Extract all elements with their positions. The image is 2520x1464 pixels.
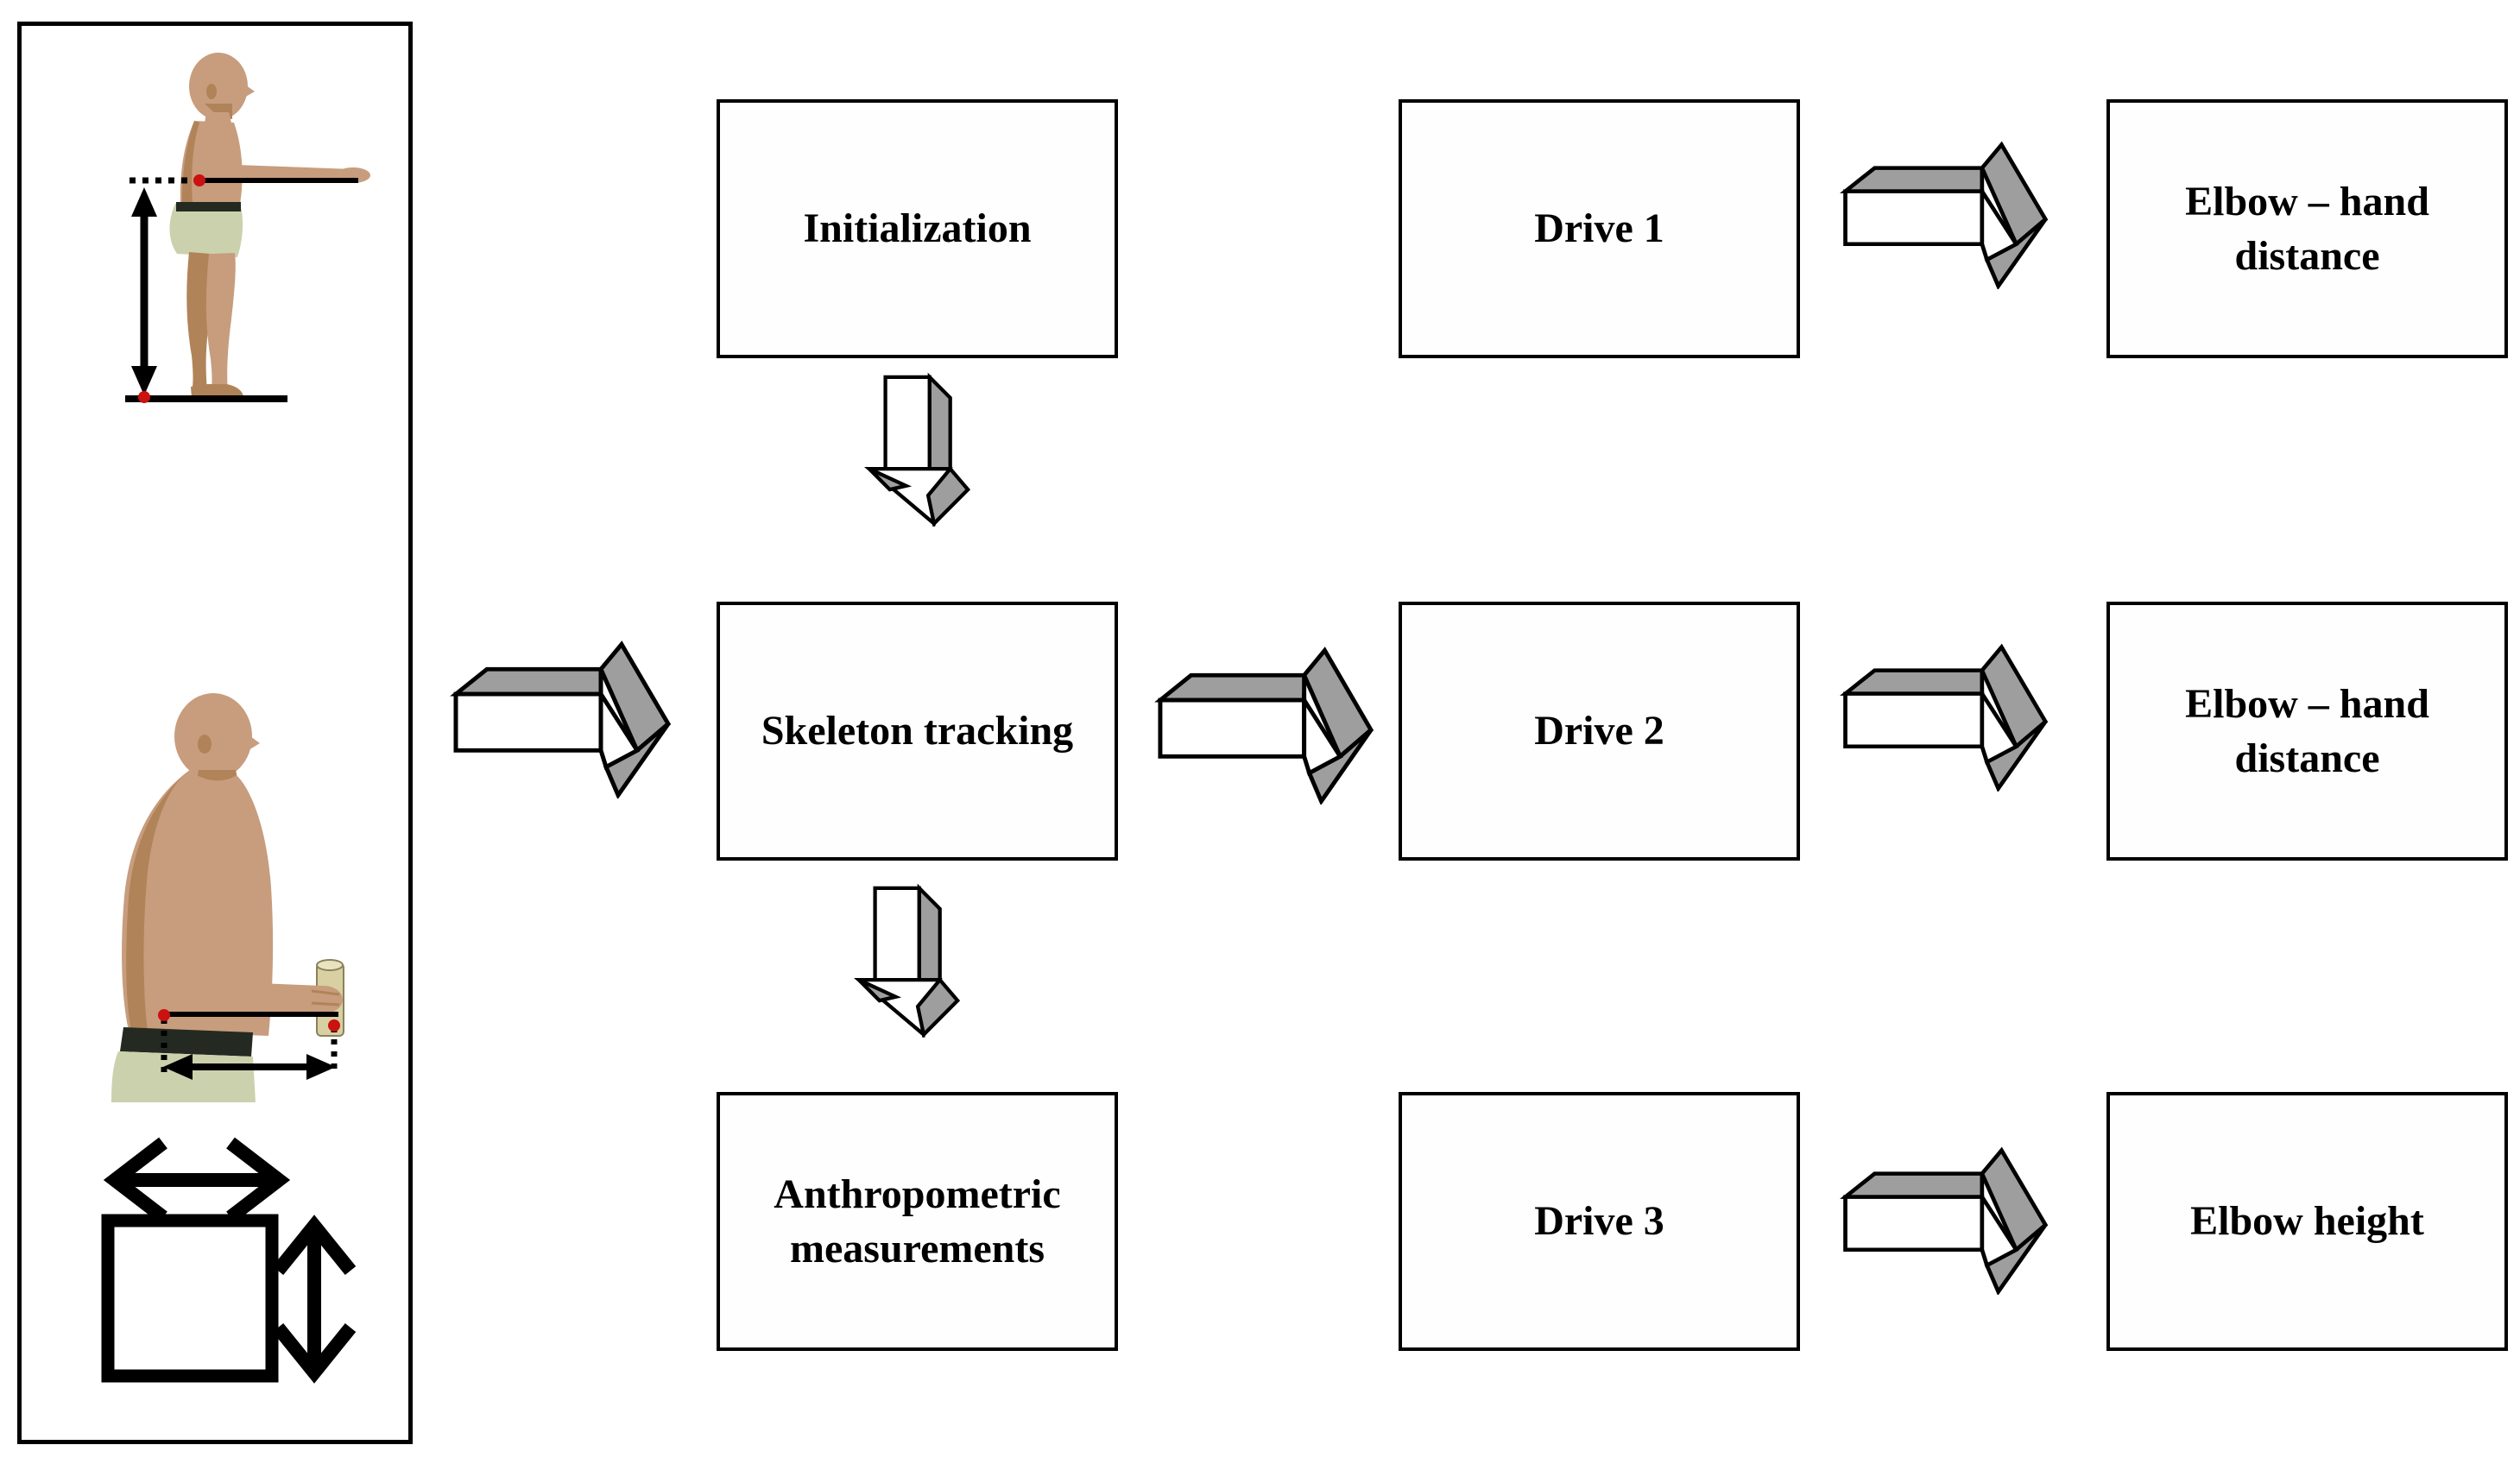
node-drive-2: Drive 2 (1399, 602, 1800, 861)
illustration-panel (17, 22, 413, 1444)
hand-marker-dot (328, 1019, 340, 1032)
block-arrow-down-icon (853, 882, 963, 1038)
floor-marker-dot (138, 391, 150, 403)
elbow-marker-dot (193, 174, 205, 186)
node-elbow-height: Elbow height (2106, 1092, 2508, 1351)
node-drive-3: Drive 3 (1399, 1092, 1800, 1351)
block-arrow-right-icon (1839, 636, 2050, 792)
dimension-square (101, 1214, 279, 1383)
node-label: distance (2234, 735, 2380, 781)
node-label: measurements (789, 1226, 1045, 1272)
standing-man-elbow-height-figure (125, 53, 370, 403)
anthropometric-illustrations (101, 53, 370, 1384)
block-arrow-right-icon (1839, 134, 2050, 289)
block-arrow-right-icon (449, 633, 673, 798)
block-arrow-down-icon (863, 371, 974, 527)
elbow-hand-measure-arrow (163, 1054, 336, 1080)
node-label: Elbow height (2190, 1198, 2424, 1245)
block-arrow-right-icon (1153, 639, 1376, 805)
node-label: Drive 1 (1534, 205, 1664, 252)
node-label: Initialization (803, 205, 1032, 252)
node-label: Anthropometric (774, 1171, 1061, 1217)
block-arrow-right-icon (1839, 1139, 2050, 1295)
node-elbow-hand-distance-1: Elbow – hand distance (2106, 99, 2508, 358)
node-initialization: Initialization (717, 99, 1118, 358)
torso-elbow-hand-figure (111, 693, 344, 1102)
node-label: Skeleton tracking (761, 708, 1074, 754)
horizontal-double-arrow-icon (103, 1137, 291, 1223)
node-label: Drive 3 (1534, 1198, 1664, 1245)
node-elbow-hand-distance-2: Elbow – hand distance (2106, 602, 2508, 861)
node-skeleton-tracking: Skeleton tracking (717, 602, 1118, 861)
node-label: distance (2234, 233, 2380, 279)
node-anthropometric-measurements: Anthropometric measurements (717, 1092, 1118, 1351)
elbow-marker-dot (158, 1009, 170, 1021)
node-label: Elbow – hand (2185, 680, 2429, 727)
node-label: Elbow – hand (2185, 178, 2429, 224)
vertical-double-arrow-icon (272, 1215, 357, 1384)
node-drive-1: Drive 1 (1399, 99, 1800, 358)
floor-line (125, 395, 287, 402)
elbow-floor-measure-arrow (131, 187, 157, 395)
dimension-square-icon (101, 1137, 357, 1384)
node-label: Drive 2 (1534, 708, 1664, 754)
